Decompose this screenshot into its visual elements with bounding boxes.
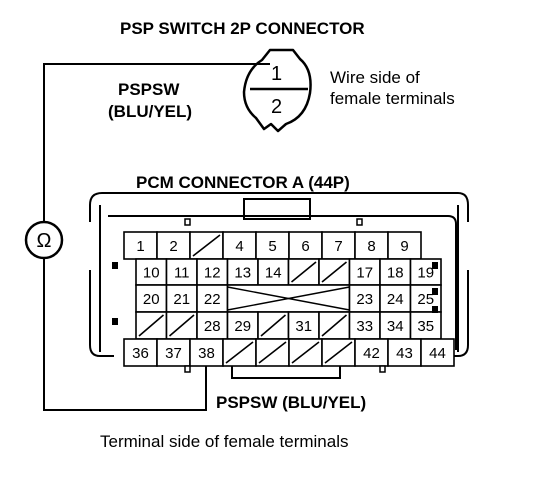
terminal-8: 8: [367, 238, 375, 255]
psp-wire-label: PSPSW: [118, 80, 180, 99]
terminal-7: 7: [334, 238, 342, 255]
terminal-cavity: [354, 231, 389, 260]
terminal-18: 18: [387, 265, 404, 282]
blank-slash: [321, 261, 348, 283]
blank-slash: [291, 341, 320, 364]
terminal-36: 36: [132, 345, 149, 362]
terminal-cavity: [387, 231, 422, 260]
terminal-14: 14: [265, 265, 282, 282]
blank-slash: [324, 341, 353, 364]
terminal-19: 19: [417, 265, 434, 282]
terminal-9: 9: [400, 238, 408, 255]
terminal-31: 31: [295, 318, 312, 335]
terminal-6: 6: [301, 238, 309, 255]
terminal-28: 28: [204, 318, 221, 335]
terminal-25: 25: [417, 291, 434, 308]
terminal-4: 4: [235, 238, 243, 255]
blank-slash: [192, 234, 221, 257]
terminal-11: 11: [174, 265, 190, 282]
terminal-cavity: [379, 311, 412, 340]
terminal-cavity: [156, 338, 191, 367]
terminal-17: 17: [356, 265, 373, 282]
terminal-cavity: [165, 284, 198, 313]
terminal-cavity: [409, 311, 442, 340]
terminal-2: 2: [169, 238, 177, 255]
terminal-23: 23: [356, 291, 373, 308]
ohmmeter: Ω: [24, 220, 64, 260]
terminal-37: 37: [165, 345, 182, 362]
psp-pin-1: 1: [271, 63, 282, 85]
psp-side-note-line1: Wire side of: [330, 68, 420, 87]
terminal-21: 21: [173, 291, 190, 308]
psp-connector-title: PSP SWITCH 2P CONNECTOR: [120, 19, 365, 38]
blank-slash: [321, 314, 348, 337]
pcm-connector-housing: [89, 192, 469, 379]
psp-pin-2: 2: [271, 96, 282, 118]
footer-caption: Terminal side of female terminals: [100, 432, 348, 451]
terminal-34: 34: [387, 318, 404, 335]
blank-slash: [168, 314, 195, 337]
terminal-22: 22: [204, 291, 221, 308]
terminal-cavity: [287, 311, 320, 340]
terminal-29: 29: [234, 318, 251, 335]
terminal-1: 1: [136, 238, 144, 255]
terminal-5: 5: [268, 238, 276, 255]
terminal-24: 24: [387, 291, 404, 308]
blank-slash: [258, 341, 287, 364]
terminal-35: 35: [417, 318, 434, 335]
terminal-33: 33: [356, 318, 373, 335]
ohm-icon: Ω: [37, 230, 52, 252]
blank-slash: [260, 314, 287, 337]
terminal-cavity: [135, 284, 168, 313]
terminal-43: 43: [396, 345, 413, 362]
terminal-44: 44: [429, 345, 446, 362]
psp-wire-color: (BLU/YEL): [108, 102, 192, 121]
terminal-20: 20: [143, 291, 160, 308]
terminal-10: 10: [143, 265, 160, 282]
terminal-cavity: [420, 338, 455, 367]
blank-slash: [290, 261, 317, 283]
test-wiring: [43, 63, 270, 411]
terminal-cavity: [189, 338, 224, 367]
psp-side-note-line2: female terminals: [330, 89, 455, 108]
pcm-tabs: [184, 218, 386, 373]
blank-slash: [138, 314, 165, 337]
blank-slash: [225, 341, 254, 364]
terminal-cavity: [348, 311, 381, 340]
pcm-connector-title: PCM CONNECTOR A (44P): [136, 173, 350, 192]
terminal-13: 13: [234, 265, 251, 282]
terminal-cavity: [354, 338, 389, 367]
terminal-12: 12: [204, 265, 221, 282]
cross-line: [227, 286, 350, 311]
psp-switch-connector: 1 2: [242, 48, 312, 133]
terminal-42: 42: [363, 345, 380, 362]
pcm-latches: [112, 262, 438, 325]
terminal-cavity: [321, 231, 356, 260]
terminal-38: 38: [198, 345, 215, 362]
pcm-wire-label: PSPSW (BLU/YEL): [216, 393, 366, 412]
